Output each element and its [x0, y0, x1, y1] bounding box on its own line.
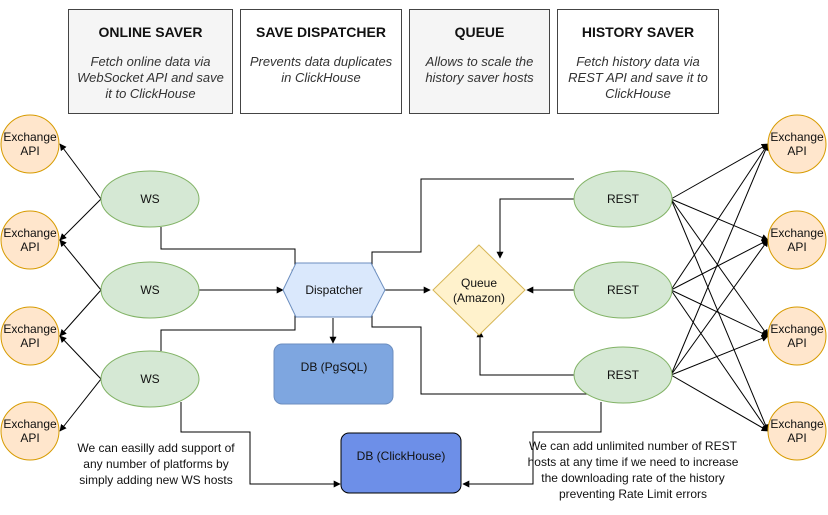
db-clickhouse-node [340, 432, 462, 494]
header-queue: QUEUE Allows to scale the history saver … [409, 9, 550, 114]
exchange-api-node [767, 114, 827, 174]
header-description: Allows to scale the history saver hosts [425, 54, 534, 85]
rest-host-label: REST [606, 368, 639, 382]
rest-host-label: REST [606, 283, 639, 297]
ws-clickhouse-edge [180, 402, 341, 488]
rest-edges [368, 178, 602, 488]
ws-exchange-edges [59, 143, 102, 432]
header-history-saver: HISTORY SAVER Fetch history data via RES… [557, 9, 719, 114]
exchange-api-label: Exchange API [770, 322, 824, 350]
exchange-api-label: Exchange API [3, 226, 57, 254]
rest-host-3 [573, 346, 673, 404]
rest-host-1 [573, 170, 673, 228]
ws-scaling-note: We can easilly add support of any number… [77, 441, 235, 487]
header-description: Prevents data duplicates in ClickHouse [249, 54, 393, 85]
rest-scaling-note: We can add unlimited number of REST host… [527, 439, 739, 501]
exchange-api-node [0, 401, 60, 461]
ws-host-1 [100, 170, 200, 228]
exchange-api-node [0, 306, 60, 366]
exchange-api-node [0, 114, 60, 174]
rest-exchange-edges [670, 143, 769, 432]
exchange-api-label: Exchange API [3, 322, 57, 350]
queue-node [432, 244, 526, 336]
header-save-dispatcher: SAVE DISPATCHER Prevents data duplicates… [240, 9, 402, 114]
db-clickhouse-label: DB (ClickHouse) [356, 449, 446, 463]
exchange-api-label: Exchange API [3, 130, 57, 158]
exchange-api-label: Exchange API [770, 226, 824, 254]
ws-host-label: WS [140, 372, 160, 386]
exchange-api-node [767, 306, 827, 366]
ws-host-2 [100, 261, 200, 319]
queue-label: Queue (Amazon) [452, 276, 505, 305]
header-title: QUEUE [454, 24, 505, 40]
header-title: ONLINE SAVER [98, 24, 203, 40]
exchange-api-node [0, 210, 60, 270]
dispatcher-node [282, 262, 386, 318]
exchange-api-label: Exchange API [3, 417, 57, 445]
ws-host-3 [100, 350, 200, 408]
exchange-api-label: Exchange API [770, 130, 824, 158]
header-description: Fetch history data via REST API and save… [568, 54, 708, 101]
rest-host-2 [573, 261, 673, 319]
exchange-api-label: Exchange API [770, 417, 824, 445]
exchange-api-node [767, 401, 827, 461]
header-description: Fetch online data via WebSocket API and … [77, 54, 224, 101]
exchange-api-node [767, 210, 827, 270]
header-online-saver: ONLINE SAVER Fetch online data via WebSo… [68, 9, 233, 114]
ws-dispatcher-edges [160, 227, 299, 351]
header-title: HISTORY SAVER [581, 24, 695, 40]
dispatcher-edges [329, 286, 431, 344]
header-title: SAVE DISPATCHER [256, 24, 386, 40]
db-pgsql-node [273, 343, 394, 405]
ws-host-label: WS [140, 283, 160, 297]
rest-host-label: REST [606, 192, 639, 206]
dispatcher-label: Dispatcher [305, 283, 363, 297]
ws-host-label: WS [140, 192, 160, 206]
exchange-api-left-group [0, 114, 60, 461]
db-pgsql-label: DB (PgSQL) [300, 360, 368, 374]
exchange-api-right-group [767, 114, 827, 461]
